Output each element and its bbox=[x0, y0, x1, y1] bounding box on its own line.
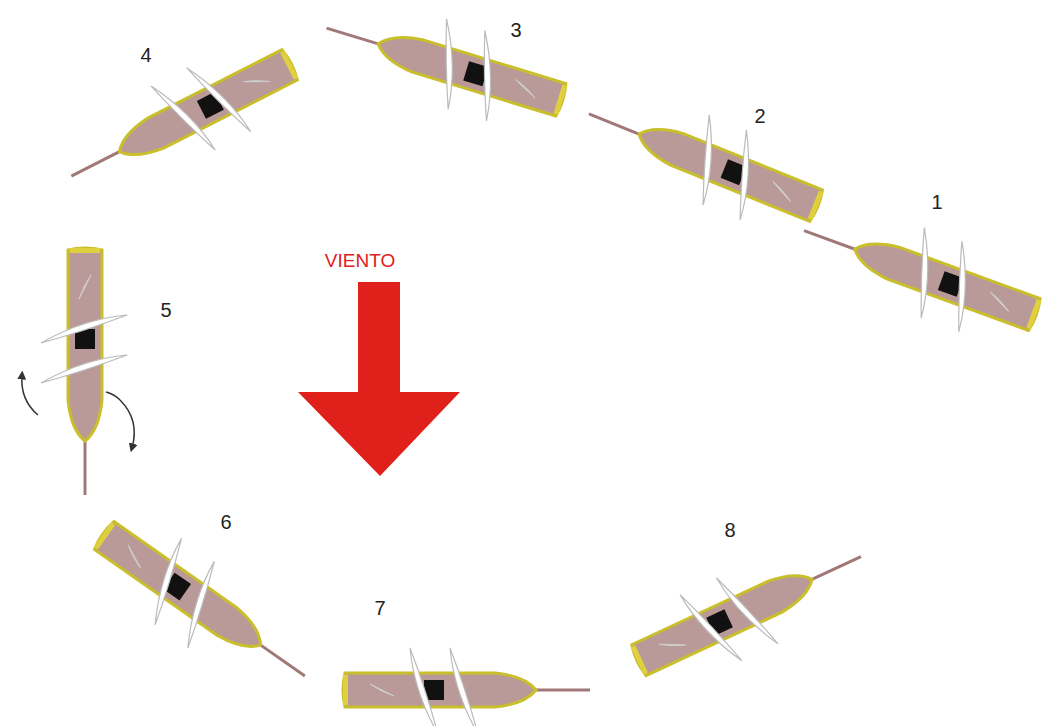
callout-number: 4 bbox=[140, 45, 151, 65]
callout-number: 6 bbox=[220, 512, 231, 532]
callout-number: 3 bbox=[510, 20, 521, 40]
callout-number: 7 bbox=[374, 598, 385, 618]
callout-number: 8 bbox=[724, 520, 735, 540]
boat bbox=[619, 519, 879, 701]
boat bbox=[51, 25, 310, 214]
boat bbox=[77, 500, 329, 712]
rotation-arrow bbox=[120, 400, 134, 448]
boat bbox=[41, 248, 127, 495]
rotation-arrow bbox=[22, 375, 38, 415]
boat bbox=[343, 648, 590, 726]
callout-number: 5 bbox=[160, 300, 171, 320]
boat bbox=[790, 189, 1052, 354]
wind-arrow bbox=[298, 282, 460, 476]
callout-number: 2 bbox=[754, 106, 765, 126]
wind-label: VIENTO bbox=[325, 251, 395, 270]
rotation-arrow bbox=[106, 392, 120, 400]
boat bbox=[573, 73, 834, 245]
boat bbox=[314, 0, 575, 141]
callout-number: 1 bbox=[931, 192, 942, 212]
